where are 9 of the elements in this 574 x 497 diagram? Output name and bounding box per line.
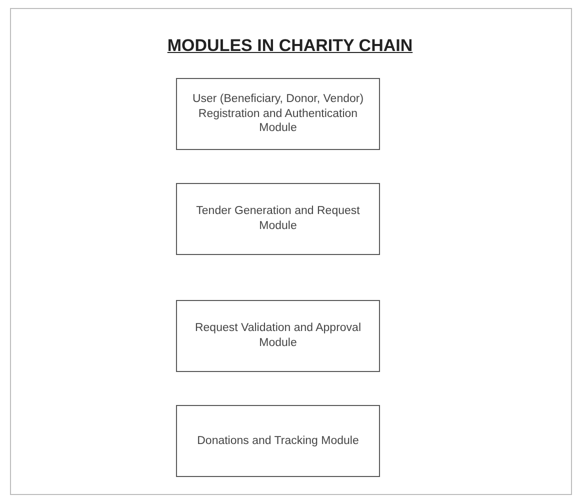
module-label: Donations and Tracking Module	[196, 434, 360, 448]
module-label: Request Validation and Approval Module	[194, 321, 362, 351]
module-label: Tender Generation and Request Module	[195, 204, 361, 234]
module-box	[176, 300, 380, 372]
module-label: User (Beneficiary, Donor, Vendor) Registration and Authentication Module	[191, 92, 365, 136]
diagram-title: MODULES IN CHARITY CHAIN	[166, 36, 414, 56]
module-box	[176, 78, 380, 150]
module-box	[176, 405, 380, 477]
module-box	[176, 183, 380, 255]
